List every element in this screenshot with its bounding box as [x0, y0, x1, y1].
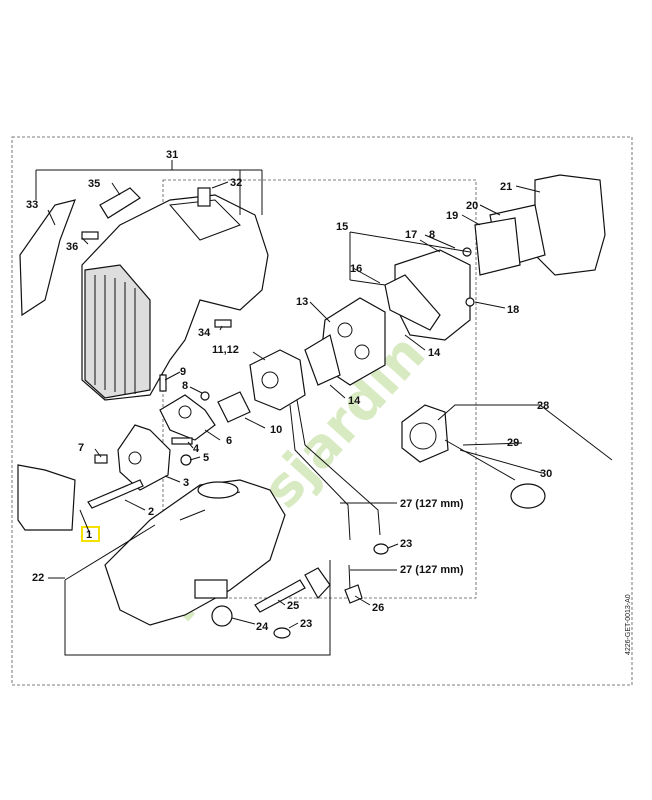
outer-frame — [11, 136, 633, 686]
callout-2: 2 — [148, 506, 154, 518]
callout-7: 7 — [78, 442, 84, 454]
heat-shield-part — [17, 464, 76, 531]
screw-34-part — [214, 319, 232, 328]
tank-cap-part — [197, 481, 239, 499]
callout-32: 32 — [230, 177, 242, 189]
callout-6: 6 — [226, 435, 232, 447]
leader-lines — [35, 160, 613, 629]
callout-10: 10 — [270, 424, 282, 436]
tank-bracket-part — [194, 579, 228, 599]
shield-plate-part — [99, 187, 141, 219]
highlight-callout-1 — [81, 526, 100, 542]
engine-shroud-part — [81, 187, 269, 401]
callout-25: 25 — [287, 600, 299, 612]
callout-27-bottom: 27 (127 mm) — [400, 564, 464, 576]
callout-19: 19 — [446, 210, 458, 222]
callout-4: 4 — [193, 443, 200, 455]
callout-8-mid: 8 — [182, 380, 188, 392]
callout-28: 28 — [537, 400, 549, 412]
tank-vent-part — [304, 567, 331, 600]
callout-15: 15 — [336, 221, 348, 233]
fuel-line-27b-part — [296, 399, 381, 536]
callout-18: 18 — [507, 304, 519, 316]
callout-22: 22 — [32, 572, 44, 584]
filter-element-part — [474, 217, 521, 276]
callout-8-top: 8 — [429, 229, 435, 241]
screw-2-part — [87, 479, 144, 509]
mount-bracket-part — [117, 424, 171, 491]
fuel-line-27a-part — [289, 404, 351, 541]
screw-18-part — [465, 297, 475, 307]
group-box-22 — [64, 524, 331, 656]
primer-bulb-part — [401, 404, 449, 463]
callout-35: 35 — [88, 178, 100, 190]
screw-36-part — [81, 231, 99, 240]
callout-27-top: 27 (127 mm) — [400, 498, 464, 510]
callout-24: 24 — [256, 621, 269, 633]
callout-21: 21 — [500, 181, 512, 193]
filter-base-gasket-part — [384, 274, 441, 331]
callout-20: 20 — [466, 200, 478, 212]
callout-34: 34 — [198, 327, 211, 339]
callout-23-top: 23 — [400, 538, 412, 550]
callout-13: 13 — [296, 296, 308, 308]
fuel-cap-part — [211, 605, 233, 627]
screw-4-part — [171, 437, 193, 445]
fitting-26-part — [344, 584, 363, 604]
spacer-part — [217, 391, 251, 423]
callout-9: 9 — [180, 366, 186, 378]
callout-14-mid: 14 — [348, 395, 361, 407]
callout-16: 16 — [350, 263, 362, 275]
callout-29: 29 — [507, 437, 519, 449]
intake-gasket-part — [304, 334, 341, 386]
grommet-23b-part — [273, 627, 291, 639]
callout-11-12: 11,12 — [212, 344, 239, 356]
diagram-code: 4226-GET-0013-A0 — [625, 594, 632, 655]
callout-36: 36 — [66, 241, 78, 253]
primer-cap-part — [510, 483, 546, 509]
callout-17: 17 — [405, 229, 417, 241]
screw-9-part — [159, 374, 167, 392]
callout-3: 3 — [183, 477, 189, 489]
callout-5: 5 — [203, 452, 209, 464]
callout-23-bottom: 23 — [300, 618, 312, 630]
callout-14-top: 14 — [428, 347, 441, 359]
hose-25-part — [254, 579, 306, 613]
fuel-tank-part — [104, 479, 286, 626]
callout-33: 33 — [26, 199, 38, 211]
washer-5-part — [180, 454, 192, 466]
callout-26: 26 — [372, 602, 384, 614]
grommet-23a-part — [373, 543, 389, 555]
callout-1: 1 — [86, 529, 92, 541]
nut-8-part — [200, 391, 210, 401]
filter-cover-part — [534, 174, 606, 276]
callout-31: 31 — [166, 149, 178, 161]
callout-30: 30 — [540, 468, 552, 480]
screw-7-part — [94, 454, 108, 464]
cover-plate-part — [19, 199, 76, 317]
